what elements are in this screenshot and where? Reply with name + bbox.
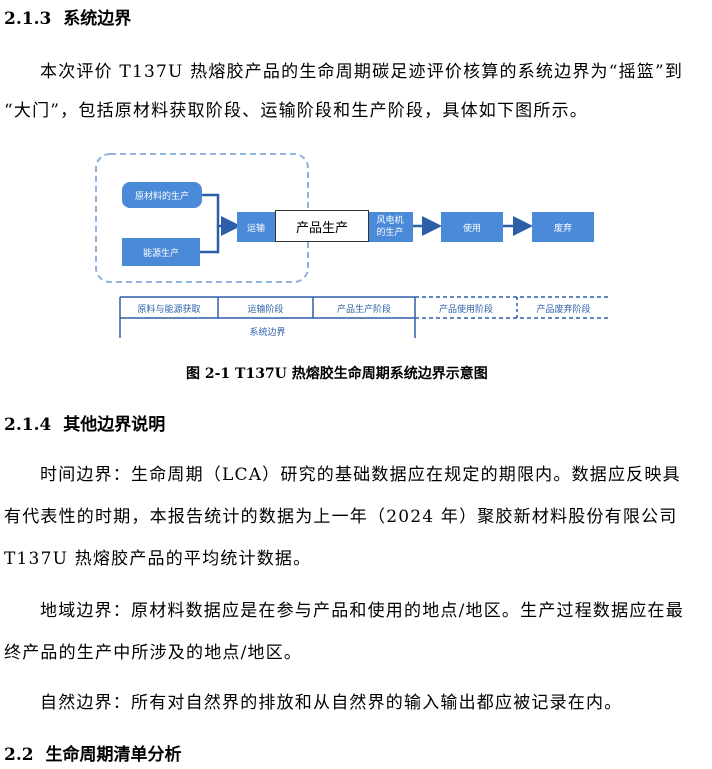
time-boundary-line-1: 时间边界：生命周期（LCA）研究的基础数据应在规定的期限内。数据应反映具 xyxy=(40,465,681,485)
section-number: 2.1.3 xyxy=(4,9,52,29)
time-boundary-line-2: 有代表性的时期，本报告统计的数据为上一年（2024 年）聚胶新材料股份有限公司 xyxy=(4,507,678,527)
transport-box: 运输 xyxy=(237,212,275,242)
stage-production: 产品生产阶段 xyxy=(336,305,391,315)
stage-transport: 运输阶段 xyxy=(247,305,284,315)
intro-line-2: “大门”，包括原材料获取阶段、运输阶段和生产阶段，具体如下图所示。 xyxy=(4,101,588,121)
use-box: 使用 xyxy=(441,212,503,242)
energy-production-box: 能源生产 xyxy=(122,238,200,266)
section-title: 其他边界说明 xyxy=(63,415,166,435)
system-boundary-label: 系统边界 xyxy=(249,328,286,338)
section-heading-2-2: 2.2 生命周期清单分析 xyxy=(4,740,182,765)
time-boundary-line-3: T137U 热熔胶产品的平均统计数据。 xyxy=(4,549,312,569)
section-number: 2.1.4 xyxy=(4,415,52,435)
section-title: 系统边界 xyxy=(63,9,132,29)
disposal-box: 废弃 xyxy=(532,212,594,242)
production-line-2: 的生产 xyxy=(376,228,404,238)
section-heading-2-1-4: 2.1.4 其他边界说明 xyxy=(4,410,165,435)
diagram-lines xyxy=(95,153,610,338)
product-production-overlay-label: 产品生产 xyxy=(275,210,369,242)
intro-line-1: 本次评价 T137U 热熔胶产品的生命周期碳足迹评价核算的系统边界为“摇篮”到 xyxy=(40,62,684,82)
stage-use: 产品使用阶段 xyxy=(438,305,493,315)
raw-material-production-box: 原材料的生产 xyxy=(122,182,202,208)
system-boundary-diagram: 原材料的生产 能源生产 运输 风电机 的生产 使用 废弃 产品生产 原料与能源获… xyxy=(0,0,712,360)
figure-caption: 图 2-1 T137U 热熔胶生命周期系统边界示意图 xyxy=(186,366,488,382)
stage-disposal: 产品废弃阶段 xyxy=(536,305,591,315)
stage-raw-energy: 原料与能源获取 xyxy=(137,305,201,315)
region-boundary-line-2: 终产品的生产中所涉及的地点/地区。 xyxy=(4,643,303,663)
nature-boundary-line-1: 自然边界：所有对自然界的排放和从自然界的输入输出都应被记录在内。 xyxy=(40,693,623,713)
section-title: 生命周期清单分析 xyxy=(45,745,182,765)
production-line-1: 风电机 xyxy=(376,216,404,226)
region-boundary-line-1: 地域边界：原材料数据应是在参与产品和使用的地点/地区。生产过程数据应在最 xyxy=(40,601,684,621)
production-box: 风电机 的生产 xyxy=(367,212,413,242)
section-heading-2-1-3: 2.1.3 系统边界 xyxy=(4,4,131,29)
section-number: 2.2 xyxy=(4,745,34,765)
